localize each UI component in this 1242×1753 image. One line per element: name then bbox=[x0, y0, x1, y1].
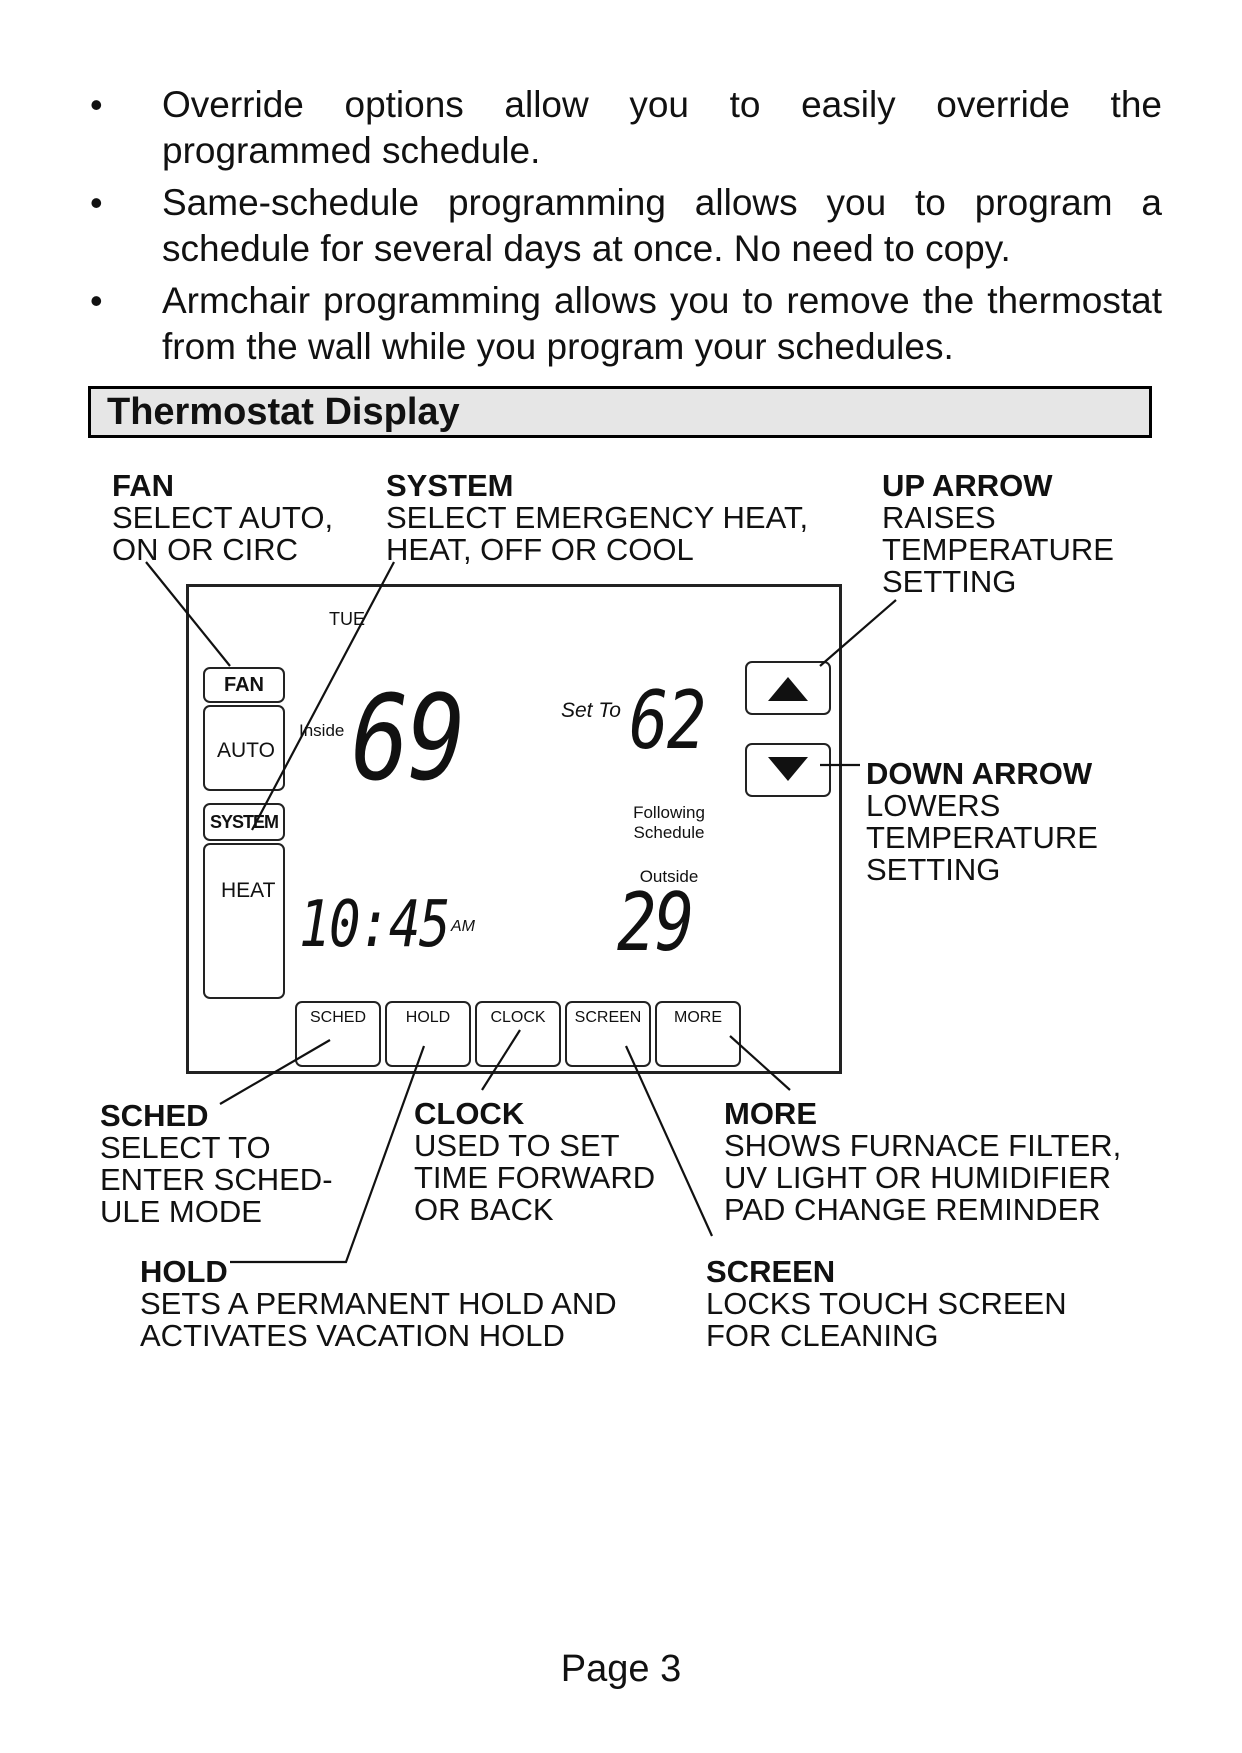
fan-button[interactable]: FAN bbox=[203, 667, 285, 703]
screen-callout-desc: LOCKS TOUCH SCREEN FOR CLEANING bbox=[706, 1286, 1067, 1353]
up-arrow-icon bbox=[768, 677, 808, 701]
thermostat-screen: TUE FAN AUTO SYSTEM HEAT Inside 69 Set T… bbox=[186, 584, 842, 1074]
schedule-status-line2: Schedule bbox=[633, 823, 705, 842]
screen-callout: SCREEN LOCKS TOUCH SCREEN FOR CLEANING bbox=[706, 1256, 1067, 1352]
schedule-status-line1: Following bbox=[633, 803, 705, 822]
more-callout-title: MORE bbox=[724, 1096, 817, 1131]
fan-callout-title: FAN bbox=[112, 468, 174, 503]
bullet-dot: • bbox=[90, 280, 103, 321]
section-heading: Thermostat Display bbox=[88, 386, 1152, 438]
fan-mode-box: AUTO bbox=[203, 705, 285, 791]
sched-callout: SCHED SELECT TO ENTER SCHED- ULE MODE bbox=[100, 1100, 333, 1228]
more-button-label: MORE bbox=[674, 1009, 722, 1026]
screen-button[interactable]: SCREEN bbox=[565, 1001, 651, 1067]
down-arrow-callout-title: DOWN ARROW bbox=[866, 756, 1093, 791]
system-callout-desc: SELECT EMERGENCY HEAT, HEAT, OFF OR COOL bbox=[386, 500, 809, 567]
hold-callout: HOLD SETS A PERMANENT HOLD AND ACTIVATES… bbox=[140, 1256, 617, 1352]
sched-callout-desc: SELECT TO ENTER SCHED- ULE MODE bbox=[100, 1130, 333, 1229]
clock-callout-desc: USED TO SET TIME FORWARD OR BACK bbox=[414, 1128, 656, 1227]
screen-button-label: SCREEN bbox=[574, 1009, 642, 1026]
more-button[interactable]: MORE bbox=[655, 1001, 741, 1067]
feature-bullet-list: • Override options allow you to easily o… bbox=[90, 82, 1162, 376]
up-arrow-callout: UP ARROW RAISES TEMPERATURE SETTING bbox=[882, 470, 1114, 598]
outside-temperature: 29 bbox=[617, 876, 694, 969]
clock-button-label: CLOCK bbox=[490, 1009, 546, 1026]
system-mode-box: HEAT bbox=[203, 843, 285, 999]
screen-callout-title: SCREEN bbox=[706, 1254, 836, 1289]
up-arrow-button[interactable] bbox=[745, 661, 831, 715]
inside-label: Inside bbox=[299, 721, 345, 740]
sched-callout-title: SCHED bbox=[100, 1098, 209, 1133]
system-button-label: SYSTEM bbox=[209, 812, 279, 832]
bullet-dot: • bbox=[90, 182, 103, 223]
down-arrow-icon bbox=[768, 757, 808, 781]
sched-button-label: SCHED bbox=[309, 1009, 366, 1026]
hold-callout-title: HOLD bbox=[140, 1254, 228, 1289]
fan-callout-desc: SELECT AUTO, ON OR CIRC bbox=[112, 500, 334, 567]
clock-button[interactable]: CLOCK bbox=[475, 1001, 561, 1067]
bullet-text: Same-schedule programming allows you to … bbox=[162, 182, 1162, 269]
day-indicator: TUE bbox=[329, 609, 365, 629]
set-to-label: Set To bbox=[561, 699, 621, 722]
hold-callout-desc: SETS A PERMANENT HOLD AND ACTIVATES VACA… bbox=[140, 1286, 617, 1353]
more-callout-desc: SHOWS FURNACE FILTER, UV LIGHT OR HUMIDI… bbox=[724, 1128, 1122, 1227]
more-callout: MORE SHOWS FURNACE FILTER, UV LIGHT OR H… bbox=[724, 1098, 1121, 1226]
system-callout: SYSTEM SELECT EMERGENCY HEAT, HEAT, OFF … bbox=[386, 470, 808, 566]
bullet-item: • Same-schedule programming allows you t… bbox=[90, 180, 1162, 272]
fan-callout: FAN SELECT AUTO, ON OR CIRC bbox=[112, 470, 333, 566]
set-temperature: 62 bbox=[629, 674, 706, 767]
bullet-text: Armchair programming allows you to remov… bbox=[162, 280, 1162, 367]
down-arrow-callout-desc: LOWERS TEMPERATURE SETTING bbox=[866, 788, 1098, 887]
bullet-item: • Override options allow you to easily o… bbox=[90, 82, 1162, 174]
up-arrow-callout-title: UP ARROW bbox=[882, 468, 1053, 503]
outside-label: Outside bbox=[639, 867, 699, 886]
system-button[interactable]: SYSTEM bbox=[203, 803, 285, 841]
am-pm-indicator: AM bbox=[451, 918, 475, 935]
clock-callout: CLOCK USED TO SET TIME FORWARD OR BACK bbox=[414, 1098, 655, 1226]
system-callout-title: SYSTEM bbox=[386, 468, 514, 503]
system-mode-value: HEAT bbox=[221, 879, 276, 902]
bullet-text: Override options allow you to easily ove… bbox=[162, 84, 1162, 171]
fan-mode-value: AUTO bbox=[217, 739, 275, 762]
inside-temperature: 69 bbox=[351, 669, 466, 807]
sched-button[interactable]: SCHED bbox=[295, 1001, 381, 1067]
down-arrow-callout: DOWN ARROW LOWERS TEMPERATURE SETTING bbox=[866, 758, 1098, 886]
hold-button[interactable]: HOLD bbox=[385, 1001, 471, 1067]
bullet-item: • Armchair programming allows you to rem… bbox=[90, 278, 1162, 370]
hold-button-label: HOLD bbox=[405, 1009, 451, 1026]
clock-time: 10:45 bbox=[299, 888, 450, 962]
bullet-dot: • bbox=[90, 84, 103, 125]
up-arrow-callout-desc: RAISES TEMPERATURE SETTING bbox=[882, 500, 1114, 599]
clock-callout-title: CLOCK bbox=[414, 1096, 525, 1131]
down-arrow-button[interactable] bbox=[745, 743, 831, 797]
fan-button-label: FAN bbox=[224, 674, 264, 696]
page-number: Page 3 bbox=[560, 1648, 682, 1690]
